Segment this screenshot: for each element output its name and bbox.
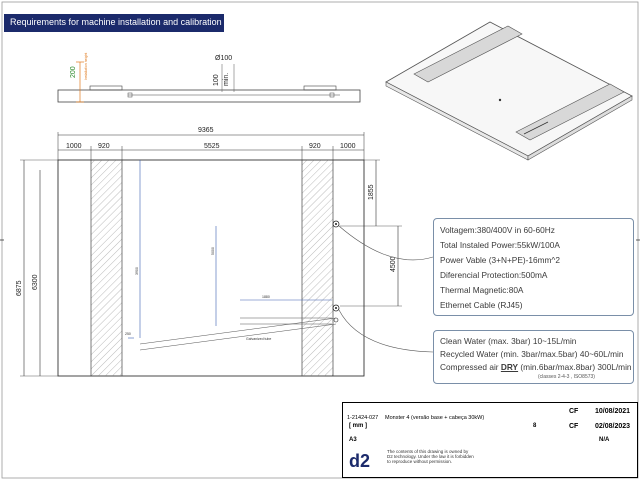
header-banner: Requirements for machine installation an… [4,14,224,32]
title-block: 1-21424-027 Monster 4 (versão base + cab… [342,402,638,478]
foundation-strip-right [301,159,334,377]
air-suffix: (min.6bar/max.8bar) 300L/min [518,362,632,372]
water-requirements-box: Clean Water (max. 3bar) 10~15L/min Recyc… [433,330,634,384]
ethernet-text: Ethernet Cable (RJ45) [440,300,523,310]
side-dim-200-note: Installation height [84,53,88,80]
air-dry-label: DRY [500,362,519,372]
side-dim-100: 100 [213,74,220,86]
dim-seg-4: 920 [309,143,321,150]
foundation-strip-left [90,159,123,377]
dim-right-mid: 4500 [390,256,397,272]
dim-total-height: 6875 [16,280,23,296]
drawing-description: Monster 4 (versão base + cabeça 30kW) [385,415,485,421]
side-dim-diameter: Ø100 [215,55,232,62]
date-2: 02/08/2023 [595,423,631,430]
dim-seg-5: 1000 [340,143,356,150]
isometric-view [385,21,633,161]
na-value: N/A [599,437,610,443]
side-dim-min: min. [223,73,230,86]
electric-leader-line [338,225,434,261]
dim-inner-v1: 3900 [135,267,139,275]
plan-view: 9365 1000 920 5525 920 1000 6875 6300 [16,127,434,377]
dim-total-width: 9365 [198,127,214,134]
voltage-text: Voltagem:380/400V in 60-60Hz [440,225,555,235]
side-view: 200 Installation height Ø100 100 min. [57,53,361,103]
dim-seg-3: 5525 [204,143,220,150]
unit-label: [ mm ] [349,423,367,429]
air-class-note: (classes 2-4-3 , ISO8573) [538,374,595,380]
side-dim-200: 200 [70,66,77,78]
dim-seg-1: 1000 [66,143,82,150]
clean-water-text: Clean Water (max. 3bar) 10~15L/min [440,336,577,346]
rail-top [413,25,523,83]
company-logo: d2 [349,451,371,471]
dim-small: 250 [125,332,131,336]
electric-requirements-box: Voltagem:380/400V in 60-60Hz Total Insta… [433,218,634,316]
dim-inner-h: 1880 [262,295,270,299]
power-text: Total Instaled Power:55kW/100A [440,240,560,250]
author-code-1: CF [569,408,579,415]
sheet-size: A3 [349,437,357,443]
date-1: 10/08/2021 [595,408,631,415]
dim-right-top: 1855 [368,184,375,200]
dim-inner-height: 6300 [32,274,39,290]
page-title: Requirements for machine installation an… [10,17,222,27]
compressed-air-text: Compressed air DRY (min.6bar/max.8bar) 3… [440,362,632,372]
ownership-notice: The contents of this drawing is owned by… [387,449,474,464]
author-code-2: CF [569,423,579,430]
thermal-text: Thermal Magnetic:80A [440,285,524,295]
protection-text: Diferencial Protection:500mA [440,270,548,280]
water-leader-line [338,309,434,353]
number-value: 8 [533,423,537,429]
dim-inner-v2: 5000 [211,247,215,255]
recycled-water-text: Recycled Water (min. 3bar/max.5bar) 40~6… [440,349,624,359]
rail-bottom [515,83,625,141]
air-prefix: Compressed air [440,362,501,372]
drawing-code: 1-21424-027 [347,415,379,421]
pipe-note: Galvanized tube [246,337,271,341]
cable-text: Power Vable (3+N+PE)-16mm^2 [440,255,560,265]
dim-seg-2: 920 [98,143,110,150]
